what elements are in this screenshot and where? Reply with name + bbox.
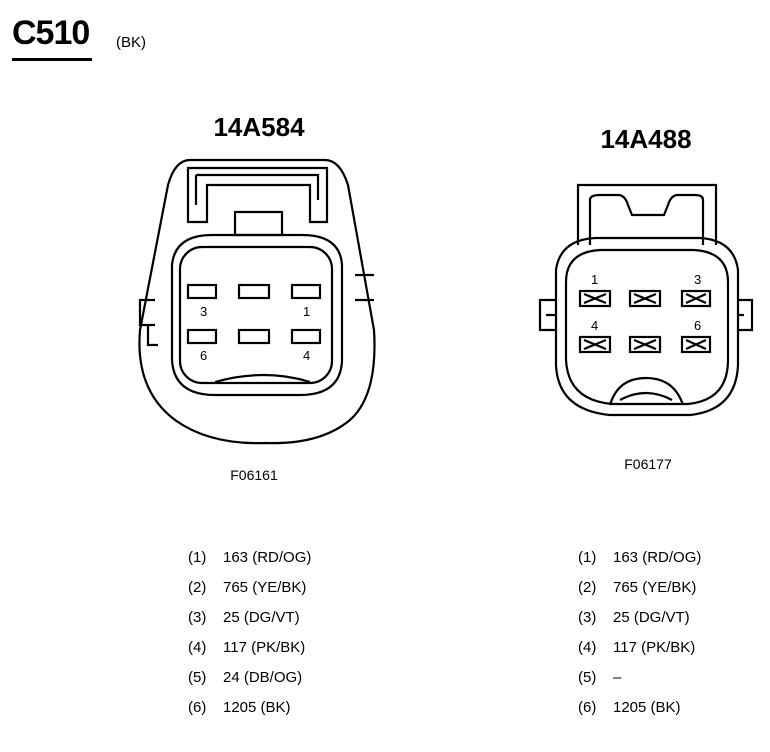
connector-title: C510	[12, 14, 90, 52]
pin-circuit: 117 (PK/BK)	[613, 639, 696, 656]
pin-circuit: –	[613, 669, 622, 686]
pin-number: (3)	[188, 609, 207, 626]
connector-color: (BK)	[116, 34, 146, 51]
pin-circuit: 117 (PK/BK)	[223, 639, 306, 656]
pin-row: (3) 25 (DG/VT)	[578, 603, 701, 633]
pin-circuit: 25 (DG/VT)	[613, 609, 690, 626]
pin-row: (4) 117 (PK/BK)	[578, 633, 701, 663]
conn2-pin-label-4: 4	[591, 318, 598, 333]
title-underline	[12, 58, 92, 61]
connector-1-figure-id: F06161	[230, 467, 278, 483]
pin-row: (1) 163 (RD/OG)	[578, 543, 701, 573]
pin-number: (1)	[578, 549, 597, 566]
pin-circuit: 163 (RD/OG)	[613, 549, 702, 566]
conn1-pin-label-1: 1	[303, 304, 310, 319]
pin-row: (6) 1205 (BK)	[578, 693, 701, 723]
conn2-pin-label-3: 3	[694, 272, 701, 287]
pin-circuit: 163 (RD/OG)	[223, 549, 312, 566]
pin-number: (2)	[578, 579, 597, 596]
pin-circuit: 765 (YE/BK)	[613, 579, 697, 596]
pin-row: (1) 163 (RD/OG)	[188, 543, 311, 573]
conn1-pin-label-6: 6	[200, 348, 207, 363]
pin-number: (1)	[188, 549, 207, 566]
pin-row: (4) 117 (PK/BK)	[188, 633, 311, 663]
conn1-pin-label-4: 4	[303, 348, 310, 363]
pin-number: (3)	[578, 609, 597, 626]
pin-row: (3) 25 (DG/VT)	[188, 603, 311, 633]
conn1-pin-label-3: 3	[200, 304, 207, 319]
pin-row: (2) 765 (YE/BK)	[188, 573, 311, 603]
pin-number: (4)	[188, 639, 207, 656]
pin-row: (5) 24 (DB/OG)	[188, 663, 311, 693]
conn2-pin-label-6: 6	[694, 318, 701, 333]
conn2-pin-label-1: 1	[591, 272, 598, 287]
connector-1-pin-list: (1) 163 (RD/OG) (2) 765 (YE/BK) (3) 25 (DG/…	[188, 543, 311, 723]
pin-row: (6) 1205 (BK)	[188, 693, 311, 723]
pin-number: (5)	[188, 669, 207, 686]
connector-2-pin-list: (1) 163 (RD/OG) (2) 765 (YE/BK) (3) 25 (DG/…	[578, 543, 701, 723]
connector-2-part-number: 14A488	[600, 124, 692, 154]
connector-1-part-number: 14A584	[213, 112, 305, 142]
pin-circuit: 1205 (BK)	[613, 699, 681, 716]
pin-number: (6)	[188, 699, 207, 716]
pin-number: (4)	[578, 639, 597, 656]
pin-circuit: 25 (DG/VT)	[223, 609, 300, 626]
pin-circuit: 1205 (BK)	[223, 699, 291, 716]
pin-row: (5)–	[578, 663, 701, 693]
connector-2-figure-id: F06177	[624, 456, 672, 472]
pin-row: (2) 765 (YE/BK)	[578, 573, 701, 603]
pin-number: (2)	[188, 579, 207, 596]
pin-circuit: 24 (DB/OG)	[223, 669, 303, 686]
pin-circuit: 765 (YE/BK)	[223, 579, 307, 596]
connector-2-drawing	[538, 183, 754, 417]
pin-number: (6)	[578, 699, 597, 716]
connector-1-drawing	[138, 158, 376, 445]
pin-number: (5)	[578, 669, 597, 686]
